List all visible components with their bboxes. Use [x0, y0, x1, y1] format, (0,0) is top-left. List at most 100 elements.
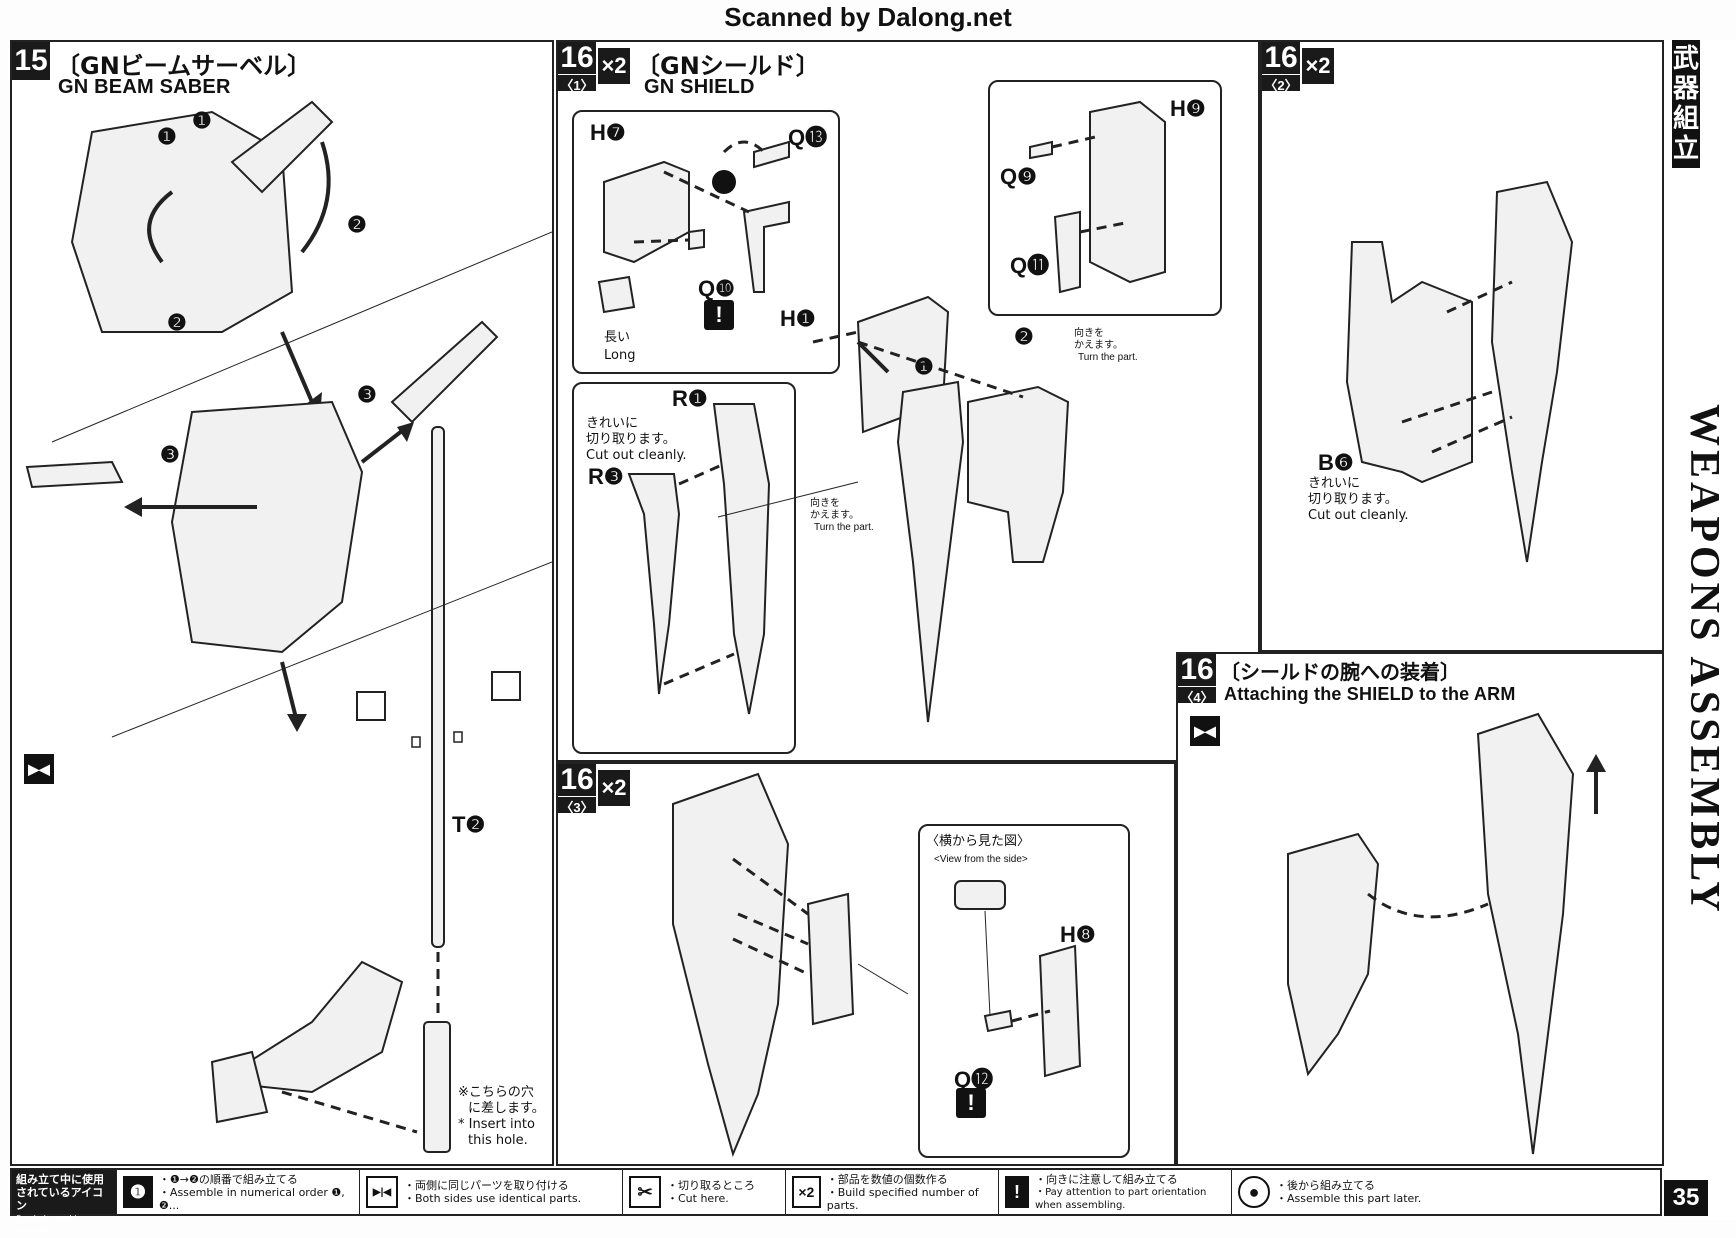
- step-16-3-multiplier: ×2: [598, 770, 630, 806]
- legend-item-numerical: ❶ ・❶→❷の順番で組み立てる・Assemble in numerical or…: [116, 1170, 359, 1214]
- step-16-1-number: 16: [558, 41, 596, 74]
- shield-assembly-illustration: [717, 295, 1070, 723]
- caution-icon-q12: !: [956, 1088, 986, 1118]
- legend-item-caution: ! ・向きに注意して組み立てる・Pay attention to part or…: [998, 1170, 1231, 1214]
- step-16-3-panel: 16 〈3〉 ×2 〈横から見た図〉 <View from the side> …: [556, 762, 1176, 1166]
- part-t2-label: T❷: [452, 812, 486, 837]
- shield-back-illustration: [1345, 180, 1574, 563]
- detail-box-h7: H❼ Q⓭ Q❿ ! H❶ 長い Long: [572, 110, 840, 374]
- caution-legend-icon: !: [1005, 1176, 1030, 1208]
- legend-caution-en: ・Pay attention to part orientation when …: [1035, 1186, 1207, 1211]
- detail-box-h9: H❾ Q❾ Q⓫: [988, 80, 1222, 316]
- turn-note-top-jp-1: 向きを: [1074, 328, 1104, 339]
- part-b6-label: B❻: [1318, 450, 1354, 475]
- page-number: 35: [1664, 1180, 1708, 1216]
- h7-parts-illustration: [597, 140, 790, 314]
- both-sides-icon-16-4: ▶◀: [1190, 716, 1220, 746]
- beam-saber-illustration: [25, 100, 552, 1153]
- step-16-4-title-en: Attaching the SHIELD to the ARM: [1224, 684, 1516, 704]
- marker-2-shield: ❷: [1014, 324, 1034, 349]
- legend-item-both-sides: ▶|◀ ・両側に同じパーツを取り付ける・Both sides use ident…: [359, 1170, 622, 1214]
- step-16-2-panel: 16 〈2〉 ×2 B❻ きれいに 切り取ります。 Cut out cleanl…: [1260, 40, 1664, 652]
- r1-parts-illustration: [627, 403, 771, 715]
- legend-title-en: Symbols used in instructions: [16, 1214, 82, 1236]
- legend-item-later: ● ・後から組み立てる・Assemble this part later.: [1231, 1170, 1444, 1214]
- later-icon: ●: [1238, 1176, 1270, 1208]
- turn-note-mid-jp-1: 向きを: [810, 498, 840, 509]
- legend-item-multiply: ×2 ・部品を数値の個数作る・Build specified number of…: [785, 1170, 998, 1214]
- step-16-4-number: 16: [1178, 653, 1216, 686]
- legend-title-jp-1: 組み立て中に使用: [16, 1173, 104, 1186]
- step-16-2-number: 16: [1262, 41, 1300, 74]
- marker-1b: ❶: [192, 108, 212, 133]
- part-h9-label: H❾: [1170, 96, 1206, 121]
- cut-note-jp-1: きれいに: [586, 416, 639, 431]
- part-q10-label: Q❿: [698, 276, 735, 301]
- step-16-3-number: 16: [558, 763, 596, 796]
- part-r1-label: R❶: [672, 386, 708, 411]
- legend-item-cut: ✂ ・切り取るところ・Cut here.: [622, 1170, 785, 1214]
- legend-numerical-en: ・Assemble in numerical order ❶, ❷...: [158, 1185, 345, 1212]
- marker-2a: ❷: [347, 212, 367, 237]
- part-h8-label: H❽: [1060, 922, 1096, 947]
- detail-box-r1: R❶ R❸ きれいに 切り取ります。 Cut out cleanly.: [572, 382, 796, 754]
- insert-note-jp-1: ※こちらの穴: [458, 1085, 534, 1100]
- cut-note-en: Cut out cleanly.: [586, 448, 687, 463]
- sidebar-title-jp: 武器組立: [1672, 40, 1700, 168]
- step-16-4-panel: 16 〈4〉 〔シールドの腕への装着〕 Attaching the SHIELD…: [1176, 652, 1664, 1166]
- long-label-en: Long: [604, 348, 636, 363]
- part-q9-label: Q❾: [1000, 164, 1037, 189]
- legend-both-jp: ・両側に同じパーツを取り付ける: [404, 1179, 569, 1192]
- number-icon: ❶: [123, 1176, 153, 1208]
- step-15-panel: 15 〔GNビームサーベル〕 GN BEAM SABER: [10, 40, 554, 1166]
- both-sides-icon: ▶◀: [24, 754, 54, 784]
- legend-multiply-en: ・Build specified number of parts.: [826, 1185, 979, 1212]
- insert-note-en-2: this hole.: [468, 1133, 528, 1148]
- cut-note2-jp-1: きれいに: [1308, 476, 1361, 491]
- step-16-4-sub: 〈4〉: [1178, 686, 1216, 705]
- turn-note-top-en: Turn the part.: [1078, 352, 1138, 363]
- turn-note-mid-jp-2: かえます。: [810, 510, 859, 521]
- turn-note-mid-en: Turn the part.: [814, 522, 874, 533]
- legend-cut-en: ・Cut here.: [667, 1192, 729, 1205]
- shield-side-illustration: [672, 772, 909, 1158]
- marker-3a: ❸: [357, 382, 377, 407]
- legend-title-jp-2: されているアイコン: [16, 1186, 104, 1212]
- legend-later-jp: ・後から組み立てる: [1276, 1179, 1375, 1192]
- step-16-1-title-en: GN SHIELD: [644, 76, 755, 98]
- watermark-text: Scanned by Dalong.net: [724, 2, 1012, 32]
- marker-3b: ❸: [160, 442, 180, 467]
- caution-icon-q10: !: [704, 300, 734, 330]
- legend-caution-jp: ・向きに注意して組み立てる: [1035, 1172, 1178, 1186]
- insert-note-en-1: * Insert into: [458, 1117, 535, 1132]
- step-16-3-sub: 〈3〉: [558, 796, 596, 815]
- legend-later-en: ・Assemble this part later.: [1276, 1192, 1422, 1205]
- step-15-number: 15: [12, 42, 50, 80]
- marker-1a: ❶: [157, 124, 177, 149]
- step-16-1-multiplier: ×2: [598, 48, 630, 84]
- both-sides-legend-icon: ▶|◀: [366, 1176, 398, 1208]
- cut-note-jp-2: 切り取ります。: [586, 432, 676, 447]
- turn-note-top-jp-2: かえます。: [1074, 340, 1123, 351]
- legend-title: 組み立て中に使用 されているアイコン Symbols used in instr…: [12, 1170, 116, 1236]
- long-label-jp: 長い: [604, 330, 631, 345]
- legend-cut-jp: ・切り取るところ: [667, 1179, 755, 1192]
- part-q12-label: Q⓬: [954, 1067, 994, 1092]
- side-view-box: 〈横から見た図〉 <View from the side> H❽ Q⓬ !: [918, 824, 1130, 1158]
- part-h1-label: H❶: [780, 306, 816, 331]
- arm-attach-illustration: [1287, 712, 1606, 1155]
- step-15-title-en: GN BEAM SABER: [58, 76, 231, 98]
- step-16-2-sub: 〈2〉: [1262, 74, 1300, 93]
- multiply-icon: ×2: [792, 1176, 821, 1208]
- part-q11-label: Q⓫: [1010, 253, 1050, 278]
- section-sidebar: 武器組立 WEAPONS ASSEMBLY: [1664, 40, 1736, 1220]
- step-16-4-title-jp: 〔シールドの腕への装着〕: [1220, 660, 1460, 684]
- part-q13-label: Q⓭: [788, 125, 828, 150]
- h8-parts-illustration: [954, 880, 1082, 1078]
- step-15-title-jp: 〔GNビームサーベル〕: [56, 52, 312, 80]
- h9-parts-illustration: [1029, 100, 1166, 294]
- step-16-1-panel: 16 〈1〉 ×2 〔GNシールド〕 GN SHIELD H❼ Q⓭ Q❿ ! …: [556, 40, 1260, 762]
- scissors-icon: ✂: [629, 1176, 661, 1208]
- legend-multiply-jp: ・部品を数値の個数作る: [826, 1172, 948, 1186]
- side-view-title-jp: 〈横から見た図〉: [926, 834, 1031, 849]
